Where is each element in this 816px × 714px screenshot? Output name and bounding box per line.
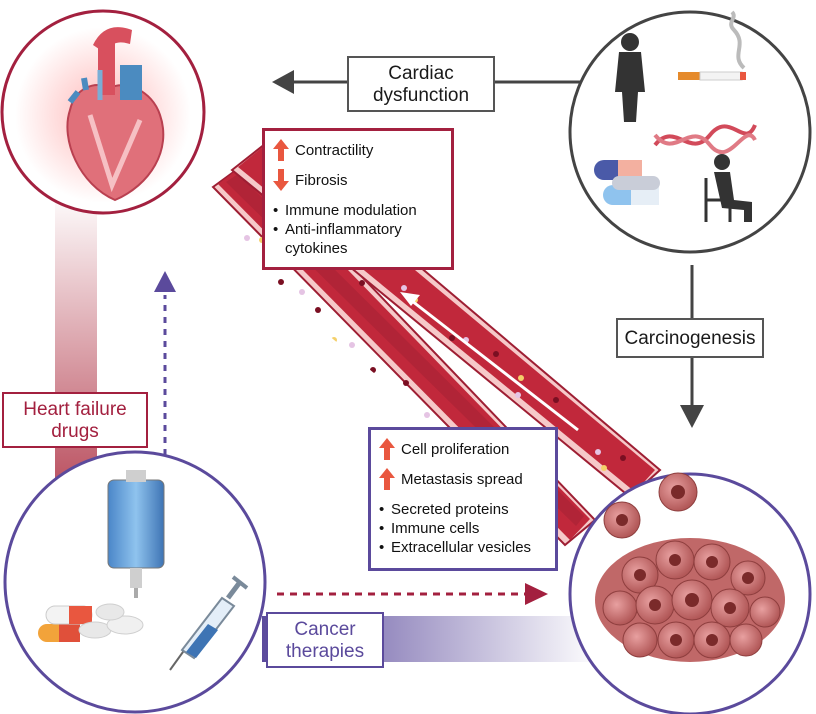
up-arrow-icon xyxy=(379,468,395,490)
cell-proliferation-text: Cell proliferation xyxy=(401,440,510,458)
cell-proliferation-row: Cell proliferation xyxy=(379,434,547,464)
contractility-text: Contractility xyxy=(295,141,374,159)
cardiac-dysfunction-line-2: dysfunction xyxy=(372,85,470,106)
person-icon xyxy=(615,33,645,122)
heart-effects-box: Contractility Fibrosis •Immune modulatio… xyxy=(262,128,454,270)
anti-inflammatory-text: Anti-inflammatory xyxy=(285,221,402,238)
cardiac-dysfunction-line-1: Cardiac xyxy=(388,63,454,84)
immune-cells-text: Immune cells xyxy=(391,520,480,537)
flow-arrow-to-heart xyxy=(400,292,579,432)
dna-icon xyxy=(653,124,757,155)
heart-icon xyxy=(66,27,165,202)
bullet-continuation-row: cytokines xyxy=(273,239,443,258)
metastasis-text: Metastasis spread xyxy=(401,470,523,488)
bullet-row: •Immune cells xyxy=(379,520,480,537)
up-arrow-icon xyxy=(379,438,395,460)
iv-bag-icon xyxy=(107,470,165,598)
pills-icon-2 xyxy=(38,603,144,642)
heart-failure-drugs-bar xyxy=(55,190,97,500)
heart-failure-drugs-label: Heart failure drugs xyxy=(2,392,148,448)
therapies-node xyxy=(3,450,267,714)
bullet-row: •Secreted proteins xyxy=(379,501,509,518)
immune-modulation-text: Immune modulation xyxy=(285,202,417,219)
cancer-effects-box: Cell proliferation Metastasis spread •Se… xyxy=(368,427,558,571)
syringe-icon xyxy=(169,575,249,671)
tumor-cells-icon xyxy=(595,472,785,662)
hf-drugs-to-heart-dashed-arrow xyxy=(154,271,176,455)
carcinogenesis-text: Carcinogenesis xyxy=(624,328,756,349)
elderly-person-icon xyxy=(704,154,752,222)
carcinogenesis-label: Carcinogenesis xyxy=(616,318,764,358)
flow-arrow-to-tumor xyxy=(261,280,415,409)
up-arrow-icon xyxy=(273,139,289,161)
cancer-therapies-line-2: therapies xyxy=(285,641,365,662)
cancer-therapies-line-1: Cancer xyxy=(294,619,356,640)
heart-node xyxy=(0,9,206,215)
metastasis-row: Metastasis spread xyxy=(379,464,547,494)
heart-failure-drugs-line-2: drugs xyxy=(51,421,99,442)
cancer-therapies-label: Cancer therapies xyxy=(266,612,384,668)
heart-failure-drugs-line-1: Heart failure xyxy=(23,399,127,420)
pills-icon xyxy=(594,160,660,205)
extracellular-vesicles-text: Extracellular vesicles xyxy=(391,539,532,556)
cytokines-text: cytokines xyxy=(285,240,348,257)
tumor-node xyxy=(568,472,812,714)
bullet-row: •Extracellular vesicles xyxy=(379,539,532,556)
secreted-proteins-text: Secreted proteins xyxy=(391,501,509,518)
bullet-row: •Anti-inflammatory xyxy=(273,221,402,238)
down-arrow-icon xyxy=(273,169,289,191)
contractility-row: Contractility xyxy=(273,135,443,165)
cigarette-icon xyxy=(678,10,746,81)
cardiac-dysfunction-label: Cardiac dysfunction xyxy=(347,56,495,112)
risk-factors-node xyxy=(568,10,812,254)
bullet-row: •Immune modulation xyxy=(273,202,417,219)
fibrosis-row: Fibrosis xyxy=(273,165,443,195)
fibrosis-text: Fibrosis xyxy=(295,171,348,189)
therapies-to-tumor-dashed-arrow xyxy=(277,583,548,605)
